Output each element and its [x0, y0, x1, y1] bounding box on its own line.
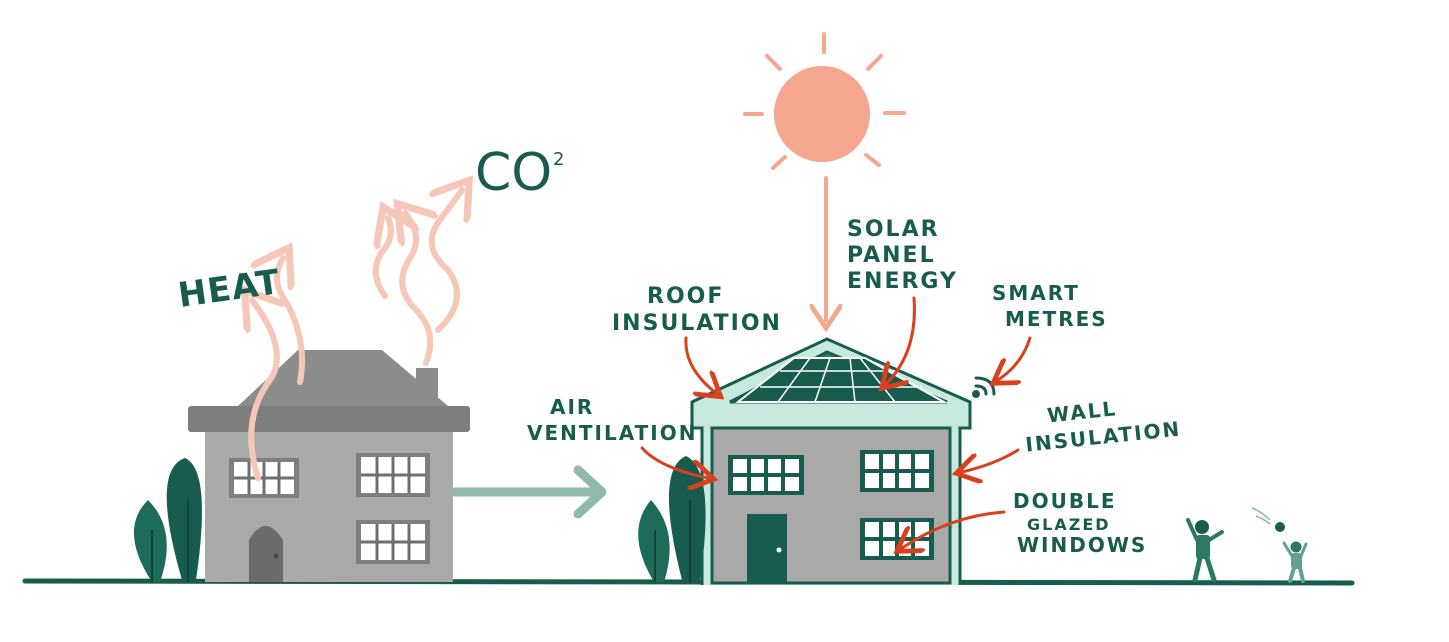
svg-text:ENERGY: ENERGY: [847, 269, 958, 294]
svg-text:VENTILATION: VENTILATION: [527, 421, 697, 445]
old-house-window: [356, 453, 430, 497]
old-house-window: [229, 458, 299, 498]
wall-insulation-label: WALL INSULATION: [1024, 396, 1182, 456]
smart-metres-arrow: [998, 338, 1030, 380]
svg-text:METRES: METRES: [1005, 307, 1108, 331]
heat-label: HEAT: [176, 262, 283, 316]
svg-text:GLAZED: GLAZED: [1027, 515, 1111, 534]
air-ventilation-label: AIR VENTILATION: [527, 395, 697, 445]
smart-metres-label: SMART METRES: [992, 281, 1108, 331]
double-glazed-window: [728, 455, 804, 495]
sun-disc: [774, 66, 870, 162]
old-house-eaves: [188, 406, 470, 432]
svg-text:WINDOWS: WINDOWS: [1017, 533, 1147, 557]
old-house: [188, 350, 470, 582]
people: [1188, 508, 1306, 581]
svg-text:AIR: AIR: [550, 395, 594, 419]
wall-insulation-arrow: [962, 450, 1018, 472]
svg-text:2: 2: [553, 149, 566, 170]
roof-insulation-label: ROOF INSULATION: [612, 284, 782, 336]
person-child: [1284, 542, 1306, 582]
svg-text:ROOF: ROOF: [647, 284, 724, 309]
svg-text:SOLAR: SOLAR: [847, 217, 940, 242]
double-glazed-window: [860, 518, 934, 560]
roof-insulation-arrow: [686, 338, 716, 393]
svg-text:CO: CO: [475, 143, 552, 203]
svg-text:DOUBLE: DOUBLE: [1013, 489, 1117, 513]
svg-text:PANEL: PANEL: [847, 243, 936, 268]
ball-icon: [1252, 508, 1285, 532]
co2-label: CO 2: [475, 143, 566, 203]
new-house: [692, 339, 994, 585]
svg-text:WALL: WALL: [1046, 396, 1118, 427]
double-glazed-window: [860, 450, 934, 492]
person-adult: [1188, 520, 1222, 580]
transition-arrow: [455, 470, 602, 514]
trees-left: [134, 458, 202, 582]
double-glazed-windows-label: DOUBLE GLAZED WINDOWS: [1013, 489, 1147, 557]
old-house-window: [356, 520, 430, 564]
old-house-door: [249, 526, 283, 582]
smart-meter-signal-icon: [974, 378, 995, 397]
svg-text:INSULATION: INSULATION: [612, 311, 782, 336]
svg-text:SMART: SMART: [992, 281, 1080, 305]
solar-panel-energy-label: SOLAR PANEL ENERGY: [847, 217, 958, 294]
co2-arrows: [376, 190, 462, 363]
new-house-door: [747, 514, 787, 582]
